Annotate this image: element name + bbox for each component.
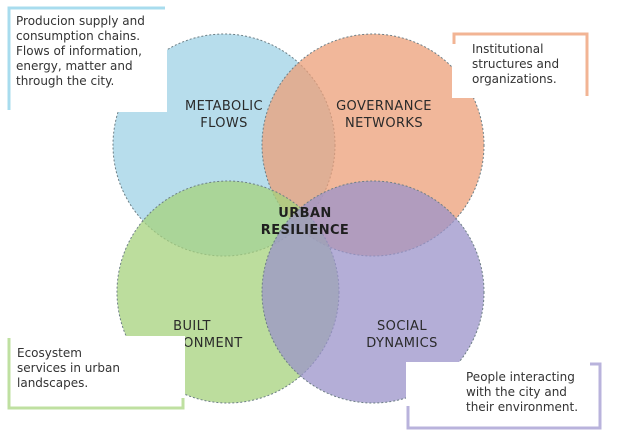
- social-dynamics-circle: [261, 180, 485, 404]
- urban-resilience-label: URBAN RESILIENCE: [260, 206, 350, 238]
- callout-metabolic-flows: Producion supply and consumption chains.…: [7, 6, 167, 112]
- social-dynamics-label: SOCIAL DYNAMICS: [366, 319, 438, 351]
- callout-governance-networks: Institutional structures and organizatio…: [452, 32, 589, 98]
- callout-social-dynamics-text: People interacting with the city and the…: [466, 370, 579, 414]
- metabolic-flows-label: METABOLIC FLOWS: [185, 99, 263, 131]
- callout-built-environment: Ecosystem services in urban landscapes.: [7, 336, 185, 410]
- callout-social-dynamics: People interacting with the city and the…: [406, 362, 602, 430]
- callout-governance-networks-text: Institutional structures and organizatio…: [472, 42, 560, 86]
- callout-built-environment-text: Ecosystem services in urban landscapes.: [17, 346, 120, 390]
- governance-networks-label: GOVERNANCE NETWORKS: [336, 99, 432, 131]
- callout-metabolic-flows-text: Producion supply and consumption chains.…: [16, 14, 145, 88]
